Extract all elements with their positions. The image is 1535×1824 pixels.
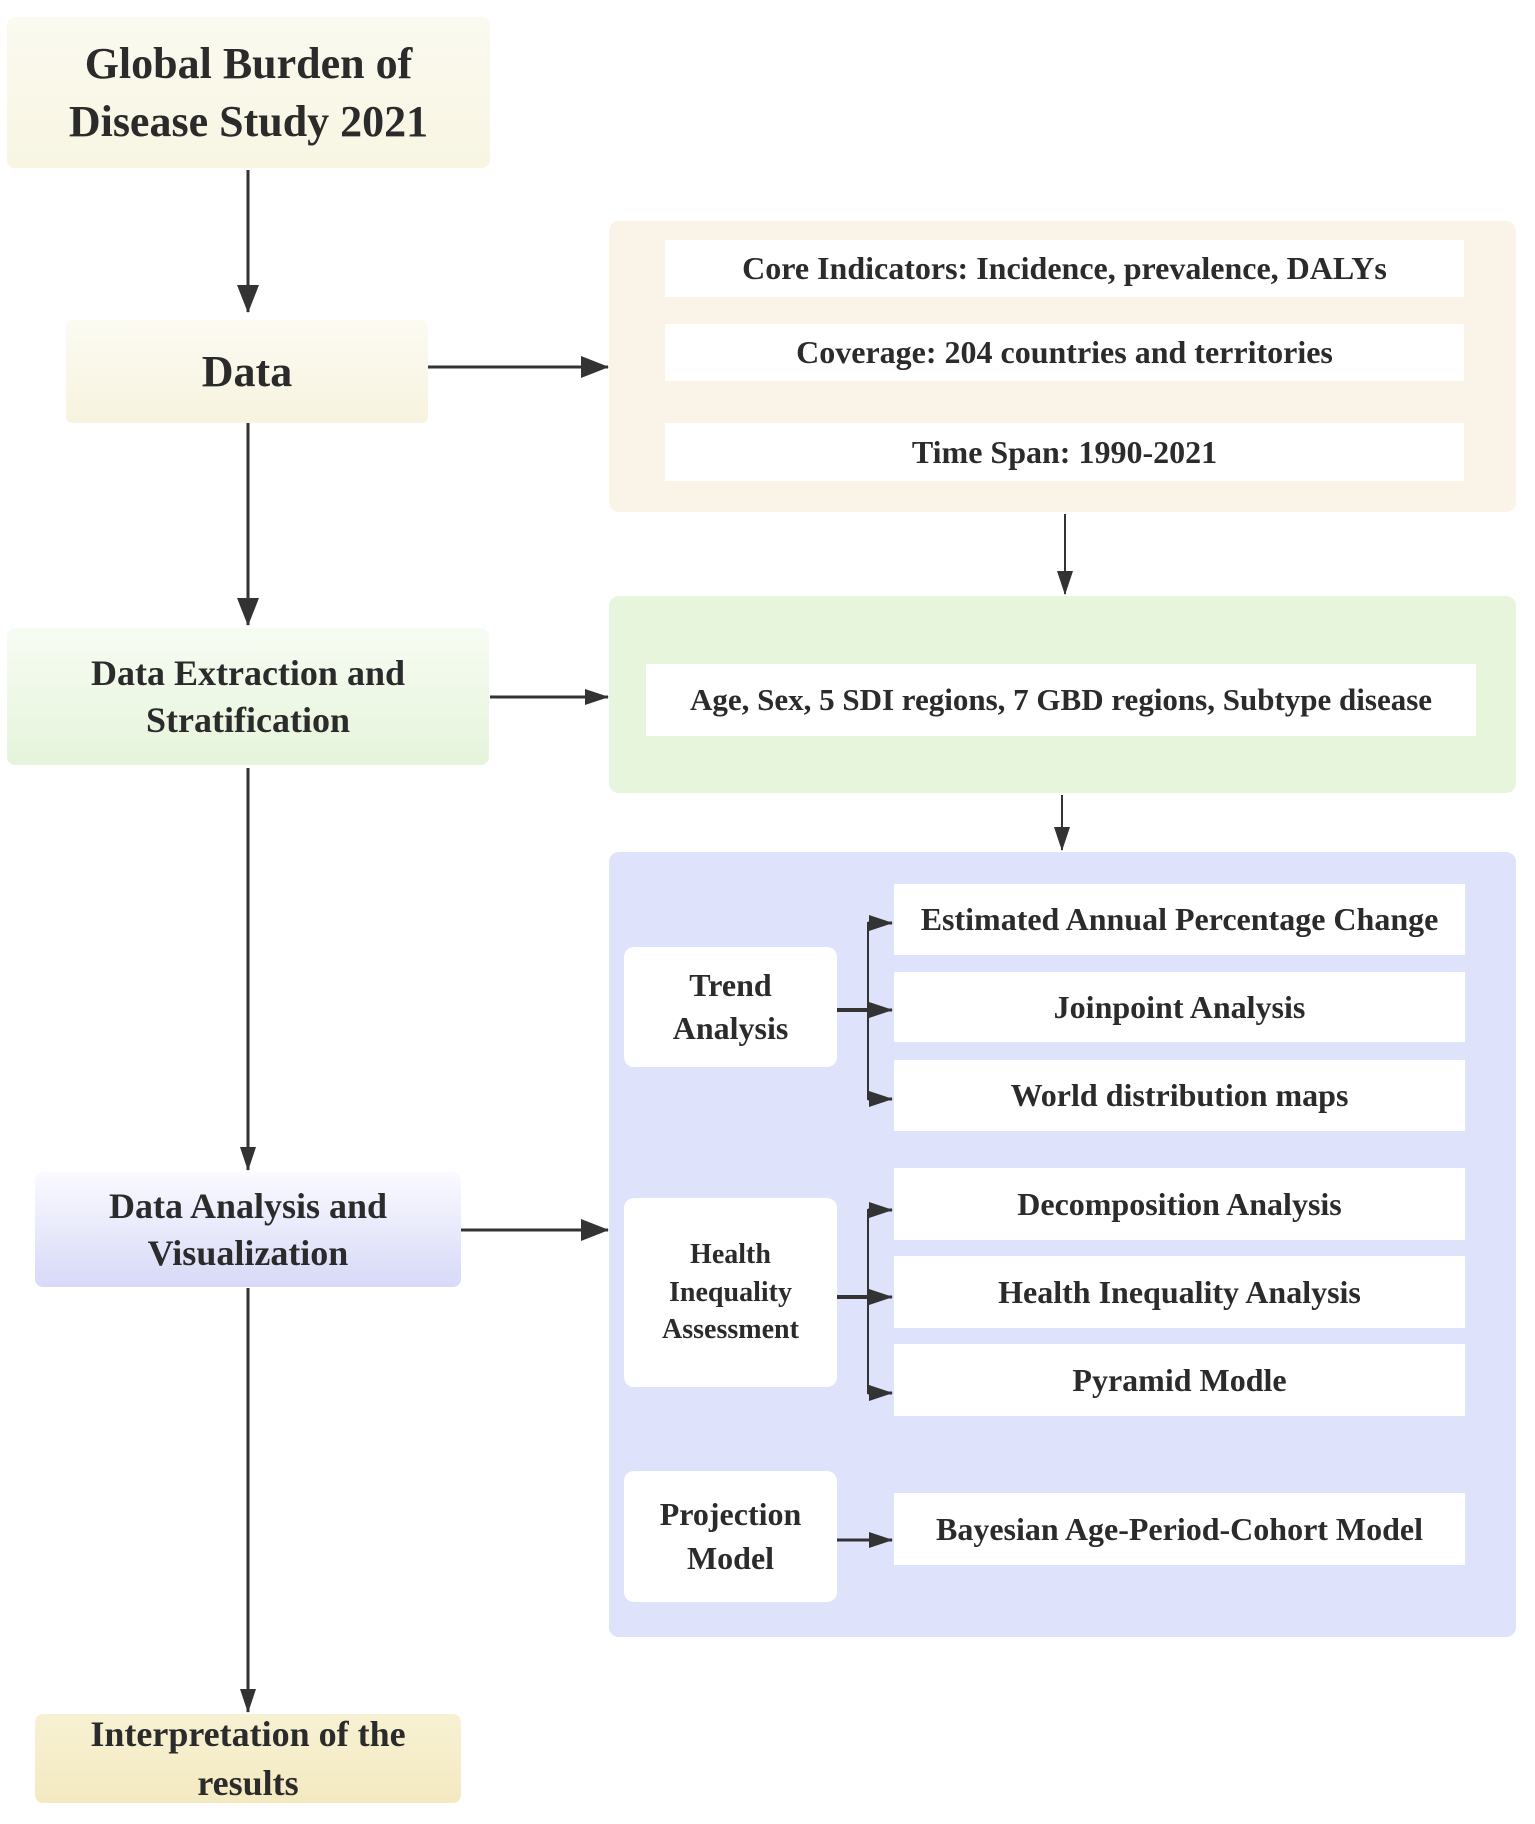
stratification-item: Age, Sex, 5 SDI regions, 7 GBD regions, … [646, 664, 1476, 736]
extraction-label: Data Extraction and Stratification [91, 652, 405, 740]
data-item-coverage: Coverage: 204 countries and territories [665, 324, 1464, 381]
method-decomposition: Decomposition Analysis [894, 1168, 1465, 1240]
method-pyramid: Pyramid Modle [894, 1344, 1465, 1416]
group-trend-analysis: Trend Analysis [624, 947, 837, 1067]
extraction-node: Data Extraction and Stratification [7, 628, 489, 765]
data-label: Data [201, 346, 293, 396]
method-eapc: Estimated Annual Percentage Change [894, 884, 1465, 955]
data-item-time-span: Time Span: 1990-2021 [665, 423, 1464, 481]
group-projection-label: Projection Model [659, 1496, 802, 1576]
data-item-core-indicators: Core Indicators: Incidence, prevalence, … [665, 240, 1464, 297]
group-health-label: Health Inequality Assessment [662, 1238, 799, 1346]
title-label: Global Burden of Disease Study 2021 [68, 39, 429, 146]
method-health-inequality: Health Inequality Analysis [894, 1256, 1465, 1328]
analysis-label: Data Analysis and Visualization [108, 1185, 388, 1273]
group-trend-label: Trend Analysis [672, 966, 789, 1046]
group-projection-model: Projection Model [624, 1471, 837, 1602]
method-bapc: Bayesian Age-Period-Cohort Model [894, 1493, 1465, 1565]
title-node: Global Burden of Disease Study 2021 [7, 17, 490, 168]
method-joinpoint: Joinpoint Analysis [894, 972, 1465, 1042]
data-node: Data [66, 320, 428, 423]
method-world-maps: World distribution maps [894, 1060, 1465, 1131]
interpretation-node: Interpretation of the results [35, 1714, 461, 1803]
interpretation-label: Interpretation of the results [90, 1713, 406, 1803]
analysis-node: Data Analysis and Visualization [35, 1172, 461, 1287]
group-health-inequality: Health Inequality Assessment [624, 1198, 837, 1387]
